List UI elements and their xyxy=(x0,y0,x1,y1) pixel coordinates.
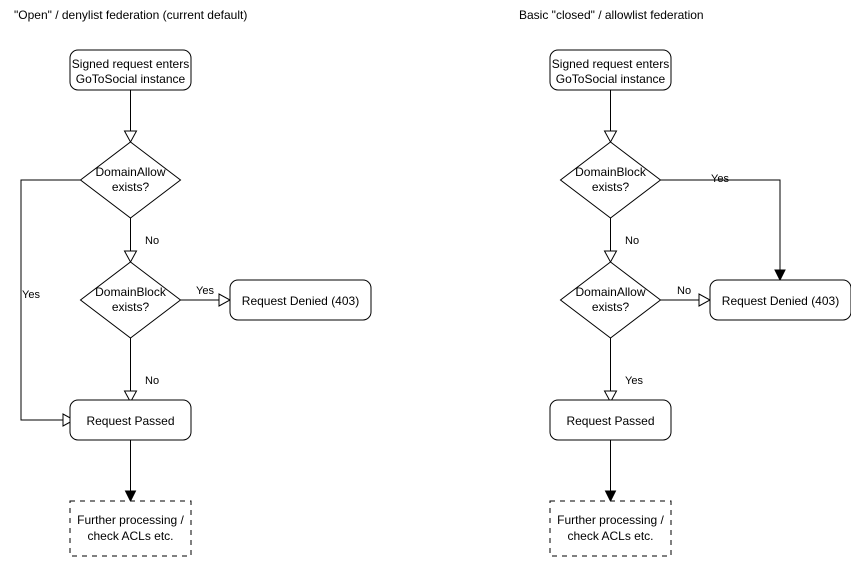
arrowhead-passed-to-further-left xyxy=(124,490,137,503)
further-processing-right-line1: Further processing / xyxy=(557,513,664,527)
decision-domainallow-left-line1: DomainAllow xyxy=(95,165,165,179)
edge-label-domainblock-yes-left: Yes xyxy=(196,285,214,297)
request-passed-label-left: Request Passed xyxy=(86,414,174,428)
decision-domainallow-left-line2: exists? xyxy=(112,180,150,194)
request-denied-label-right: Request Denied (403) xyxy=(722,294,839,308)
request-denied-label-left: Request Denied (403) xyxy=(242,294,359,308)
arrowhead-domainallow-yes-right xyxy=(603,390,618,404)
further-processing-left-line2: check ACLs etc. xyxy=(87,529,173,543)
arrowhead-domainblock-no-left xyxy=(123,390,138,404)
edge-label-domainallow-yes-left: Yes xyxy=(22,289,40,301)
arrowhead-start-to-domainallow-left xyxy=(123,130,138,144)
arrowhead-domainallow-yes-left xyxy=(62,413,76,427)
arrowhead-domainallow-no-right xyxy=(698,293,712,307)
column-open-denylist: "Open" / denylist federation (current de… xyxy=(14,8,372,557)
edge-label-domainallow-no-right: No xyxy=(677,285,691,297)
arrowhead-domainblock-no-right xyxy=(603,250,618,264)
request-passed-label-right: Request Passed xyxy=(566,414,654,428)
edge-domainblock-yes-right xyxy=(660,179,781,272)
decision-domainblock-right-line1: DomainBlock xyxy=(575,165,647,179)
decision-domainblock-left-line1: DomainBlock xyxy=(95,285,167,299)
start-box-left-line2: GoToSocial instance xyxy=(76,72,186,86)
column-title-open-denylist: "Open" / denylist federation (current de… xyxy=(14,8,247,22)
request-denied-box-left xyxy=(229,279,372,321)
arrowhead-domainblock-yes-left xyxy=(218,293,232,307)
edge-label-domainallow-yes-right: Yes xyxy=(625,375,643,387)
column-closed-allowlist: Basic "closed" / allowlist federation Si… xyxy=(519,8,851,557)
start-box-right-line2: GoToSocial instance xyxy=(556,72,666,86)
arrowhead-domainallow-no-left xyxy=(123,250,138,264)
arrowhead-domainblock-yes-right xyxy=(774,269,786,282)
request-denied-box-right xyxy=(709,279,851,321)
further-processing-right-line2: check ACLs etc. xyxy=(567,529,653,543)
column-title-closed-allowlist: Basic "closed" / allowlist federation xyxy=(519,8,704,22)
edge-label-domainblock-yes-right: Yes xyxy=(711,173,729,185)
decision-domainallow-right-line1: DomainAllow xyxy=(575,285,645,299)
edge-label-domainblock-no-left: No xyxy=(145,375,159,387)
decision-domainblock-left-line2: exists? xyxy=(112,300,150,314)
decision-domainallow-right-line2: exists? xyxy=(592,300,630,314)
start-box-right-line1: Signed request enters xyxy=(552,57,669,71)
edge-domainallow-yes-left xyxy=(20,179,81,421)
arrowhead-start-to-domainblock-right xyxy=(603,130,618,144)
start-box-left-line1: Signed request enters xyxy=(72,57,189,71)
further-processing-box-right xyxy=(549,500,672,557)
decision-domainblock-right-line2: exists? xyxy=(592,180,630,194)
arrowhead-passed-to-further-right xyxy=(604,490,617,503)
edge-label-domainblock-no-right: No xyxy=(625,235,639,247)
further-processing-left-line1: Further processing / xyxy=(77,513,184,527)
edge-label-domainallow-no-left: No xyxy=(145,235,159,247)
further-processing-box-left xyxy=(69,500,192,557)
